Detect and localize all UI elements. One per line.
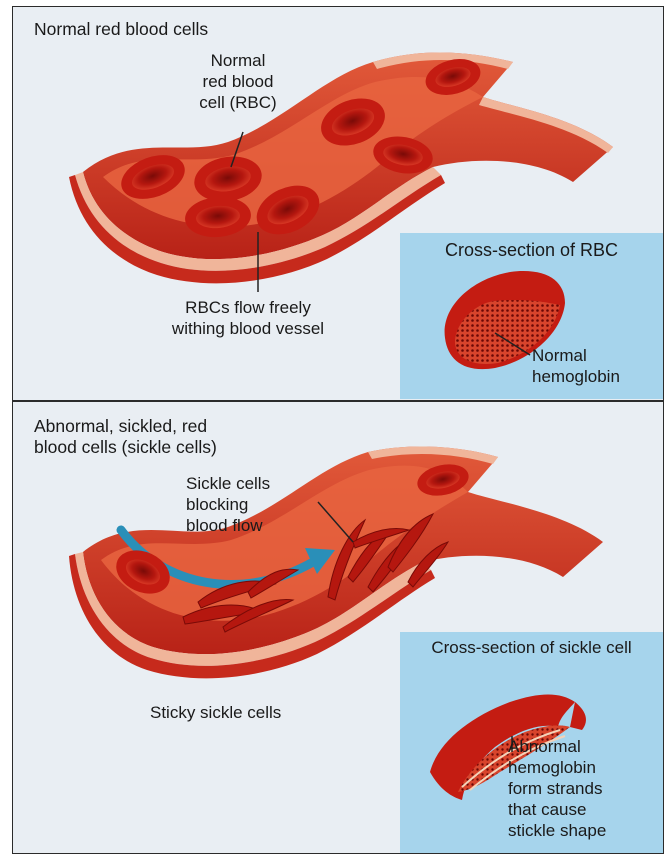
sickle-hemoglobin-label-line: stickle shape (508, 820, 606, 841)
sickle-cell-panel: Abnormal, sickled, red blood cells (sick… (13, 402, 663, 853)
flow-label-line: RBCs flow freely (138, 297, 358, 318)
rbc-cross-section-box: Cross-section of RBC Normal hemoglobin (400, 233, 663, 399)
rbc-label-line: cell (RBC) (183, 92, 293, 113)
normal-rbc-panel: Normal red blood cells Normal red blood … (13, 7, 663, 399)
sickle-hemoglobin-label-line: that cause (508, 799, 606, 820)
rbc-label-line: Normal (183, 50, 293, 71)
sickle-hemoglobin-label: Abnormal hemoglobin form strands that ca… (508, 736, 606, 841)
hemoglobin-label-line: hemoglobin (532, 366, 620, 387)
blocking-label-line: blocking (186, 494, 270, 515)
sickle-hemoglobin-label-line: Abnormal (508, 736, 606, 757)
panel-title-line: blood cells (sickle cells) (34, 437, 217, 458)
sickle-hemoglobin-label-line: form strands (508, 778, 606, 799)
flow-label-line: withing blood vessel (138, 318, 358, 339)
sickle-hemoglobin-label-line: hemoglobin (508, 757, 606, 778)
rbc-label: Normal red blood cell (RBC) (183, 50, 293, 113)
blocking-label-line: blood flow (186, 515, 270, 536)
panel-title-line: Abnormal, sickled, red (34, 416, 217, 437)
hemoglobin-label-line: Normal (532, 345, 620, 366)
sickle-cross-section-box: Cross-section of sickle cell Abnormal he… (400, 632, 663, 853)
blocking-label: Sickle cells blocking blood flow (186, 473, 270, 536)
flow-label: RBCs flow freely withing blood vessel (138, 297, 358, 339)
blocking-label-line: Sickle cells (186, 473, 270, 494)
panel-title: Normal red blood cells (34, 19, 208, 40)
sticky-label: Sticky sickle cells (150, 702, 281, 723)
hemoglobin-label: Normal hemoglobin (532, 345, 620, 387)
panel-title: Abnormal, sickled, red blood cells (sick… (34, 416, 217, 458)
rbc-label-line: red blood (183, 71, 293, 92)
